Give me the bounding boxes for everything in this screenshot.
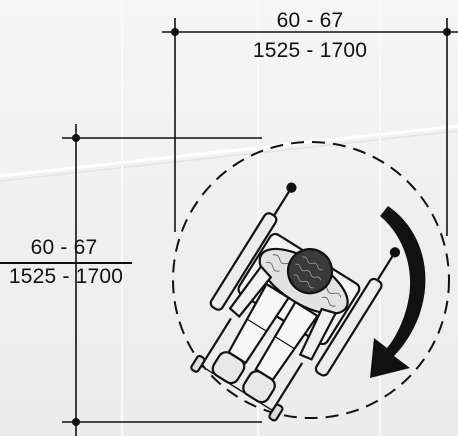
top-dimension-metric-label: 1525 - 1700 — [252, 39, 368, 62]
left-dimension-metric-label: 1525 - 1700 — [8, 265, 124, 288]
wheelchair-user-icon — [190, 182, 401, 422]
left-dimension-divider — [0, 262, 132, 264]
left-dimension-line — [62, 124, 262, 436]
turning-circle — [172, 141, 450, 419]
left-dimension-imperial-label: 60 - 67 — [30, 236, 98, 259]
curved-arrow-icon — [370, 206, 426, 378]
top-dimension-line — [162, 18, 458, 236]
top-dimension-imperial-label: 60 - 67 — [276, 9, 344, 32]
